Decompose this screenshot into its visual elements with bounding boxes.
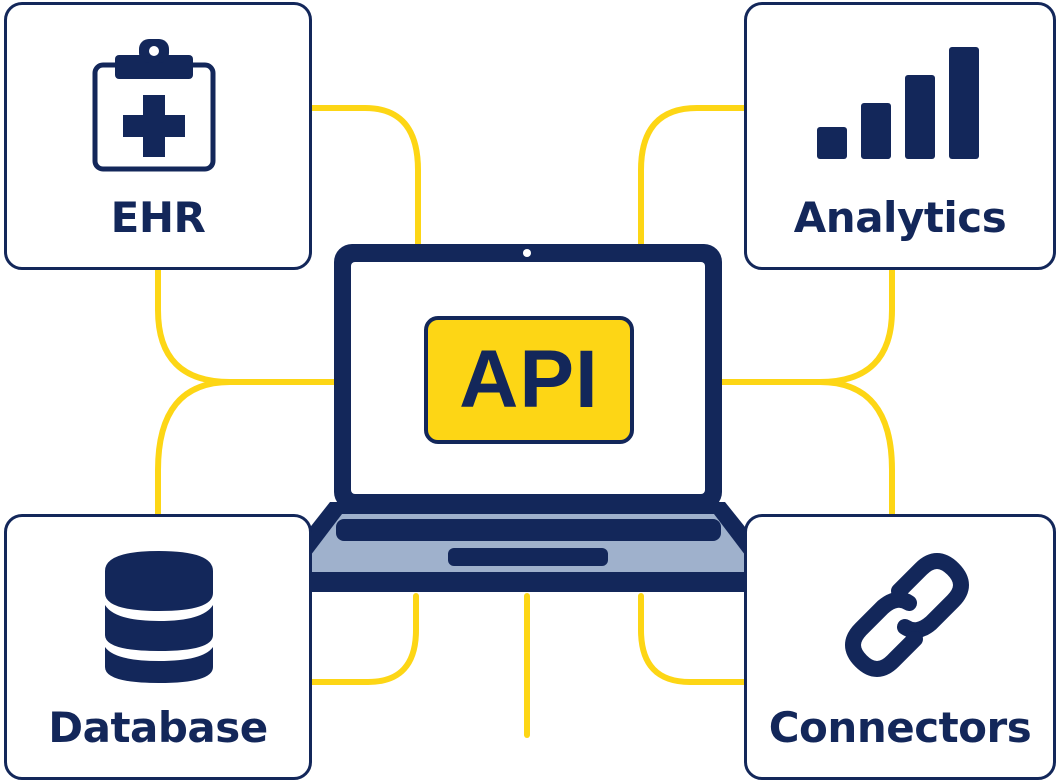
- laptop-camera: [523, 249, 531, 257]
- chain-link-icon: [845, 553, 969, 677]
- database-icon: [105, 551, 213, 683]
- api-badge: [424, 316, 634, 444]
- node-label-analytics: Analytics: [793, 193, 1007, 242]
- connector-database-bottom: [309, 593, 419, 685]
- node-label-database: Database: [48, 703, 268, 752]
- node-label-ehr: EHR: [110, 193, 206, 242]
- node-ehr: EHR: [4, 2, 312, 270]
- node-label-connectors: Connectors: [768, 703, 1032, 752]
- connector-database-top: [155, 379, 233, 519]
- connector-ehr-top: [309, 105, 421, 247]
- node-database: Database: [4, 514, 312, 780]
- node-connectors: Connectors: [744, 514, 1056, 780]
- connector-connectors-bottom: [638, 593, 750, 685]
- connector-connectors-top: [817, 379, 895, 519]
- laptop-touchpad: [448, 548, 608, 566]
- laptop-keyboard: [336, 519, 721, 541]
- clipboard-medical-icon: [92, 39, 216, 172]
- node-analytics: Analytics: [744, 2, 1056, 270]
- bar-chart-icon: [817, 47, 979, 159]
- connector-analytics-top: [638, 105, 750, 247]
- api-label: API: [459, 334, 599, 425]
